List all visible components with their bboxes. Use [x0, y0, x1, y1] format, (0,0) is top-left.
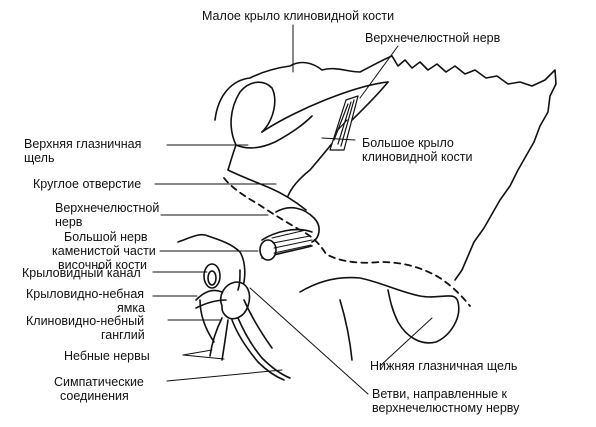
label-petrosal-nerve-line1: Большой нерв — [64, 230, 148, 244]
pointer-lines — [152, 24, 433, 395]
label-superior-orbital-fissure-line1: Верхняя глазничная — [24, 137, 142, 151]
label-maxillary-nerve-left-line1: Верхнечелюстной — [55, 201, 160, 215]
lesser-wing-outline — [214, 55, 393, 146]
superior-orbital-fissure — [227, 115, 313, 211]
maxillary-nerve-top-shape — [329, 95, 359, 151]
label-pterygoid-canal: Крыловидный канал — [22, 266, 141, 280]
foramen-rotundum-canal — [259, 206, 320, 261]
label-sympathetic-line1: Симпатические — [54, 375, 144, 389]
pterygopalatine-fossa — [177, 233, 246, 343]
label-sphenopalatine-ganglion-line2: ганглий — [101, 328, 145, 342]
label-branches-line1: Ветви, направленные к — [372, 387, 507, 401]
label-lesser-wing: Малое крыло клиновидной кости — [202, 9, 395, 23]
label-sphenopalatine-ganglion-line1: Клиновидно-небный — [26, 314, 145, 328]
dashed-suture-line — [223, 177, 471, 307]
label-branches-line2: верхнечелюстному нерву — [372, 401, 520, 415]
label-maxillary-nerve-left-line2: нерв — [55, 215, 83, 229]
label-sympathetic-line2: соединения — [60, 389, 129, 403]
sphenopalatine-ganglion — [220, 269, 291, 381]
label-inferior-orbital-fissure: Нижняя глазничная щель — [370, 359, 518, 373]
label-palatine-nerves: Небные нервы — [64, 349, 150, 363]
label-pterygopalatine-fossa-line2: ямка — [117, 301, 146, 315]
label-greater-wing-line2: клиновидной кости — [362, 150, 473, 164]
label-greater-wing-line1: Большое крыло — [362, 136, 454, 150]
label-pterygopalatine-fossa-line1: Крыловидно-небная — [26, 287, 145, 301]
label-maxillary-nerve-top: Верхнечелюстной нерв — [365, 31, 501, 45]
label-superior-orbital-fissure-line2: щель — [24, 151, 55, 165]
label-petrosal-nerve-line3: височной кости — [58, 258, 148, 272]
label-foramen-rotundum: Круглое отверстие — [33, 177, 142, 191]
greater-wing-outline — [287, 55, 557, 281]
palatine-nerves — [195, 299, 229, 361]
label-petrosal-nerve-line2: каменистой части — [52, 244, 156, 258]
inferior-orbital-fissure — [299, 276, 460, 361]
